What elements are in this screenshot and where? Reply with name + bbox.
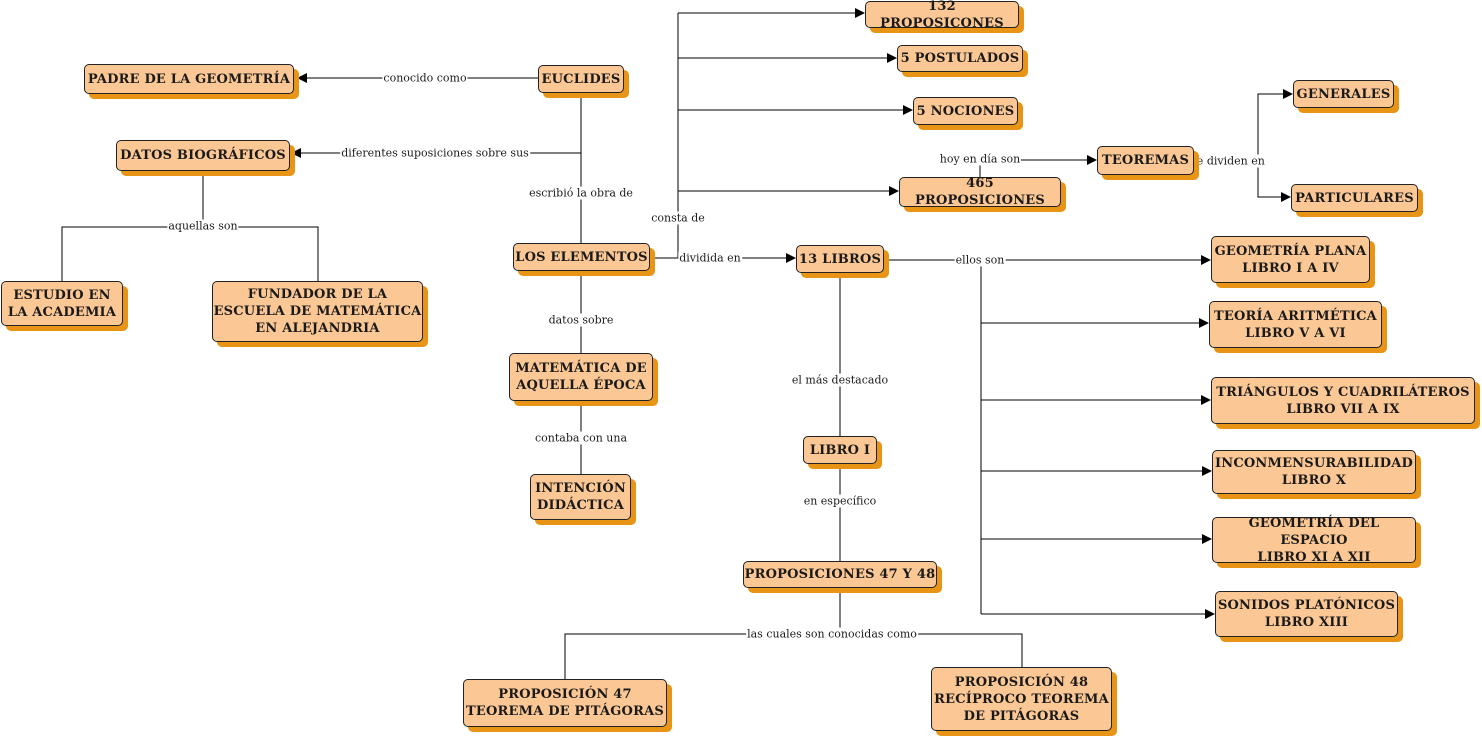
node-proposicion-47[interactable]: PROPOSICIÓN 47 TEOREMA DE PITÁGORAS <box>463 679 667 727</box>
node-teoremas[interactable]: TEOREMAS <box>1097 146 1194 175</box>
label-escribio: escribió la obra de <box>528 186 634 200</box>
node-inconmensurabilidad[interactable]: INCONMENSURABILIDAD LIBRO X <box>1212 450 1416 494</box>
label-hoy-en-dia: hoy en día son <box>938 152 1022 166</box>
node-geometria-plana[interactable]: GEOMETRÍA PLANA LIBRO I A IV <box>1211 236 1370 283</box>
node-estudio-academia[interactable]: ESTUDIO EN LA ACADEMIA <box>1 281 123 326</box>
label-mas-destacado: el más destacado <box>790 373 890 387</box>
label-contaba-con: contaba con una <box>533 431 629 445</box>
node-datos-biograficos[interactable]: DATOS BIOGRÁFICOS <box>116 140 290 171</box>
label-ellos-son: ellos son <box>954 253 1006 267</box>
node-intencion-didactica[interactable]: INTENCIÓN DIDÁCTICA <box>530 474 631 520</box>
node-euclides[interactable]: EUCLIDES <box>538 65 624 93</box>
node-465-proposiciones[interactable]: 465 PROPOSICIONES <box>899 176 1061 208</box>
node-proposicion-48[interactable]: PROPOSICIÓN 48 RECÍPROCO TEOREMA DE PITÁ… <box>931 667 1112 731</box>
label-en-especifico: en específico <box>802 494 878 508</box>
node-sonidos-platonicos[interactable]: SONIDOS PLATÓNICOS LIBRO XIII <box>1215 591 1398 637</box>
node-triangulos-cuadrilateros[interactable]: TRIÁNGULOS Y CUADRILÁTEROS LIBRO VII A I… <box>1211 377 1475 424</box>
link-to-generales <box>1257 89 1293 160</box>
node-libro-1[interactable]: LIBRO I <box>803 436 877 464</box>
node-proposiciones-47-48[interactable]: PROPOSICIONES 47 Y 48 <box>743 561 937 588</box>
label-aquellas-son: aquellas son <box>167 219 239 233</box>
label-consta-de: consta de <box>650 211 706 225</box>
node-los-elementos[interactable]: LOS ELEMENTOS <box>513 243 650 271</box>
node-5-nociones[interactable]: 5 NOCIONES <box>913 97 1018 125</box>
label-datos-sobre: datos sobre <box>547 313 615 327</box>
node-particulares[interactable]: PARTICULARES <box>1291 184 1418 212</box>
label-diferentes-suposiciones: diferentes suposiciones sobre sus <box>340 146 530 160</box>
node-fundador-escuela[interactable]: FUNDADOR DE LA ESCUELA DE MATEMÁTICA EN … <box>212 281 423 342</box>
node-5-postulados[interactable]: 5 POSTULADOS <box>897 45 1023 72</box>
node-teoria-aritmetica[interactable]: TEORÍA ARITMÉTICA LIBRO V A VI <box>1209 301 1382 348</box>
link-to-particulares <box>1257 160 1291 202</box>
label-conocido-como: conocido como <box>382 71 468 85</box>
node-generales[interactable]: GENERALES <box>1293 80 1394 108</box>
node-padre-geometria[interactable]: PADRE DE LA GEOMETRÍA <box>84 64 294 94</box>
node-132-proposiciones[interactable]: 132 PROPOSICONES <box>865 0 1019 31</box>
node-geometria-espacio[interactable]: GEOMETRÍA DEL ESPACIO LIBRO XI A XII <box>1212 516 1416 565</box>
node-matematica-epoca[interactable]: MATEMÁTICA DE AQUELLA ÉPOCA <box>509 353 653 401</box>
node-13-libros[interactable]: 13 LIBROS <box>796 245 884 273</box>
label-dividida-en: dividida en <box>678 251 742 265</box>
link-aquellas-son <box>61 226 319 281</box>
label-cuales-conocidas: las cuales son conocidas como <box>746 627 918 641</box>
label-se-dividen: se dividen en <box>1190 154 1266 168</box>
